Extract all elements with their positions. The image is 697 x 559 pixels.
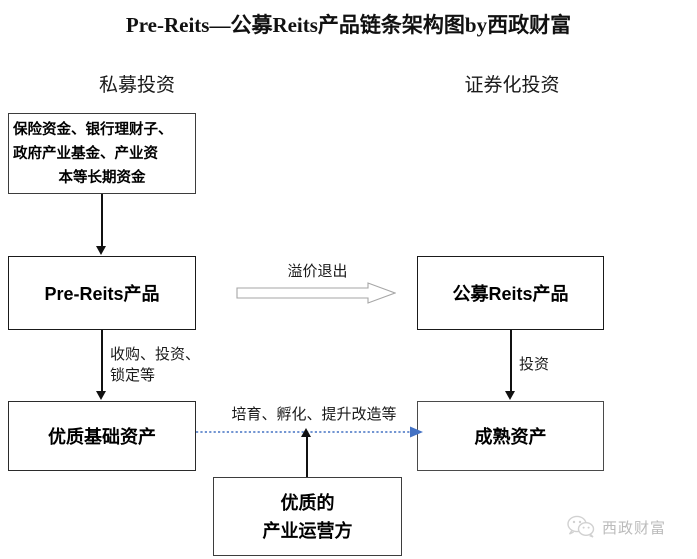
connector-operator-to-cultivate [306, 437, 308, 477]
box-funding-sources[interactable]: 保险资金、银行理财子、 政府产业基金、产业资 本等长期资金 [8, 113, 196, 194]
arrowhead-funding-to-prereits-icon [96, 246, 106, 255]
box-pre-reits-product-text: Pre-Reits产品 [44, 284, 160, 304]
box-quality-industrial-operator[interactable]: 优质的 产业运营方 [213, 477, 402, 556]
dotted-arrow-cultivate-icon [196, 426, 423, 438]
edge-label-acquire: 收购、投资、 锁定等 [110, 345, 200, 387]
page-title: Pre-Reits—公募Reits产品链条架构图by西政财富 [125, 13, 572, 37]
box-mature-asset[interactable]: 成熟资产 [417, 401, 604, 471]
box-quality-industrial-operator-text: 优质的 产业运营方 [214, 489, 401, 545]
column-label-securitized-investment: 证券化投资 [464, 75, 560, 96]
arrowhead-prereits-to-baseasset-icon [96, 391, 106, 400]
arrowhead-publicreits-to-matureasset-icon [505, 391, 515, 400]
funding-line-3: 本等长期资金 [58, 169, 146, 186]
watermark: 西政财富 [566, 514, 666, 540]
arrowhead-operator-up-icon [301, 428, 311, 437]
funding-line-1: 保险资金、银行理财子、 [13, 121, 173, 138]
operator-line-2: 产业运营方 [262, 520, 353, 541]
edge-label-acquire-line-2: 锁定等 [110, 368, 156, 384]
edge-label-acquire-line-1: 收购、投资、 [110, 347, 201, 363]
box-public-reits-product[interactable]: 公募Reits产品 [417, 256, 604, 330]
funding-line-2: 政府产业基金、产业资 [13, 145, 158, 162]
box-quality-base-asset[interactable]: 优质基础资产 [8, 401, 196, 471]
connector-publicreits-to-matureasset [510, 330, 512, 391]
edge-label-premium-exit: 溢价退出 [287, 264, 348, 280]
connector-prereits-to-baseasset [101, 330, 103, 391]
box-funding-sources-text: 保险资金、银行理财子、 政府产业基金、产业资 本等长期资金 [13, 118, 191, 190]
connector-funding-to-prereits [101, 194, 103, 246]
wechat-icon [567, 515, 595, 538]
box-public-reits-product-text: 公募Reits产品 [452, 284, 569, 304]
operator-line-1: 优质的 [280, 492, 335, 513]
box-pre-reits-product[interactable]: Pre-Reits产品 [8, 256, 196, 330]
box-quality-base-asset-text: 优质基础资产 [48, 427, 156, 447]
column-label-private-investment: 私募投资 [98, 75, 175, 96]
watermark-text: 西政财富 [602, 519, 667, 537]
box-mature-asset-text: 成熟资产 [474, 427, 547, 447]
edge-label-invest: 投资 [519, 357, 550, 373]
edge-label-cultivate: 培育、孵化、提升改造等 [231, 407, 397, 423]
block-arrow-premium-exit-icon [236, 282, 396, 304]
